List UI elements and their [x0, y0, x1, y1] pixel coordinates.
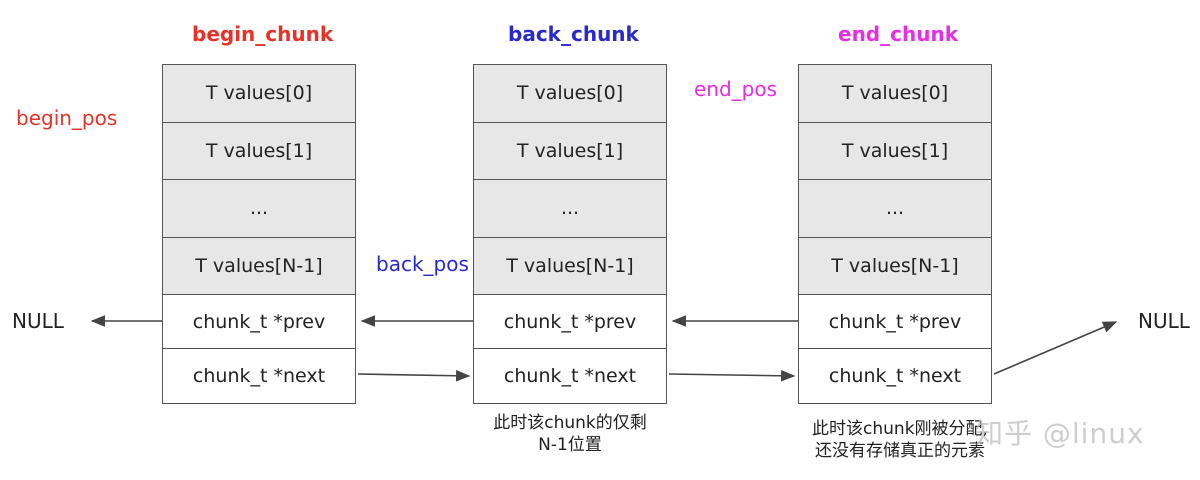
back-chunk: T values[0] T values[1] ... T values[N-1…: [473, 64, 667, 404]
arrow-end-next-to-null: [993, 321, 1118, 375]
null-left-label: NULL: [12, 309, 64, 333]
back-chunk-ellipsis: ...: [474, 180, 666, 238]
begin-chunk: T values[0] T values[1] ... T values[N-1…: [162, 64, 356, 404]
arrow-back-next-to-end: [668, 370, 796, 382]
begin-chunk-ellipsis: ...: [163, 180, 355, 238]
end-chunk-prev-pointer: chunk_t *prev: [799, 295, 991, 349]
back-chunk-prev-pointer: chunk_t *prev: [474, 295, 666, 349]
begin-chunk-value-0: T values[0]: [163, 65, 355, 123]
begin-chunk-value-1: T values[1]: [163, 122, 355, 180]
back-chunk-note: 此时该chunk的仅剩 N-1位置: [473, 412, 667, 456]
back-pos-label: back_pos: [376, 252, 469, 276]
watermark: 知乎 @linux: [975, 417, 1145, 450]
back-chunk-value-1: T values[1]: [474, 122, 666, 180]
end-chunk-ellipsis: ...: [799, 180, 991, 238]
arrow-begin-next-to-back: [357, 370, 471, 382]
null-right-label: NULL: [1138, 309, 1190, 333]
back-chunk-note-line-1: 此时该chunk的仅剩: [493, 413, 647, 433]
end-chunk: T values[0] T values[1] ... T values[N-1…: [798, 64, 992, 404]
back-chunk-next-pointer: chunk_t *next: [474, 349, 666, 403]
begin-chunk-value-last: T values[N-1]: [163, 237, 355, 295]
end-chunk-note: 此时该chunk刚被分配, 还没有存储真正的元素: [780, 418, 1020, 462]
begin-pos-label: begin_pos: [16, 106, 118, 130]
end-chunk-value-last: T values[N-1]: [799, 237, 991, 295]
begin-chunk-prev-pointer: chunk_t *prev: [163, 295, 355, 349]
end-chunk-value-1: T values[1]: [799, 122, 991, 180]
end-chunk-note-line-1: 此时该chunk刚被分配,: [812, 419, 988, 439]
back-chunk-note-line-2: N-1位置: [538, 435, 602, 455]
end-chunk-title: end_chunk: [838, 22, 958, 46]
end-pos-label: end_pos: [694, 77, 778, 101]
back-chunk-title: back_chunk: [508, 22, 639, 46]
end-chunk-next-pointer: chunk_t *next: [799, 349, 991, 403]
back-chunk-value-last: T values[N-1]: [474, 237, 666, 295]
begin-chunk-next-pointer: chunk_t *next: [163, 349, 355, 403]
end-chunk-note-line-2: 还没有存储真正的元素: [815, 441, 985, 461]
back-chunk-value-0: T values[0]: [474, 65, 666, 123]
begin-chunk-title: begin_chunk: [192, 22, 334, 46]
end-chunk-value-0: T values[0]: [799, 65, 991, 123]
